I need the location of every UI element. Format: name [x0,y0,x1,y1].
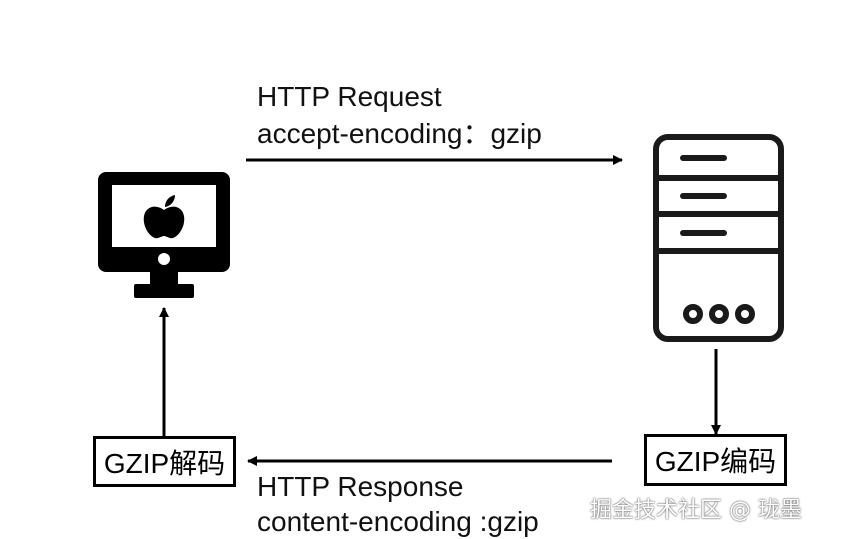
response-title: HTTP Response [257,471,464,502]
apple-logo-icon [143,195,185,239]
imac-apple-icon [98,172,230,298]
server-rack-icon [653,134,784,342]
watermark-text: 掘金技术社区 @ 珑墨 [590,498,802,523]
request-title: HTTP Request [257,81,442,112]
gzip-encode-box: GZIP编码 [644,434,787,486]
gzip-encode-label: GZIP编码 [654,446,777,477]
request-header: accept-encoding：gzip [257,118,542,149]
response-header: content-encoding :gzip [257,506,539,537]
gzip-decode-box: GZIP解码 [93,436,236,487]
gzip-decode-label: GZIP解码 [103,447,226,479]
